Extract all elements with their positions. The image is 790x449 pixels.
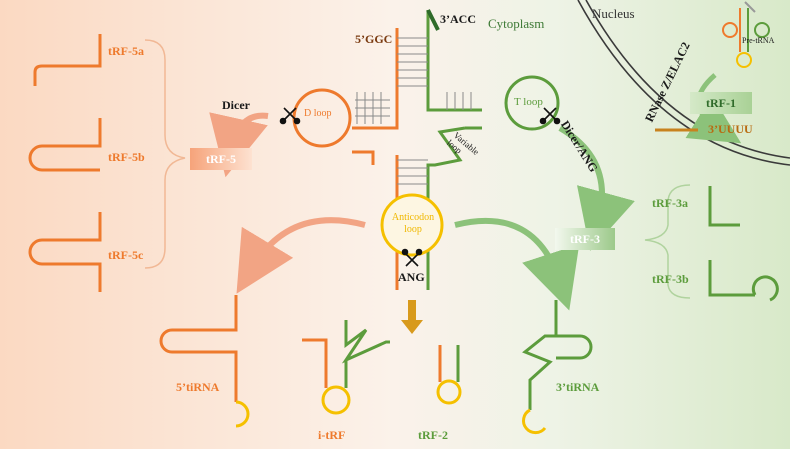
arrow-to-3tirna <box>454 217 580 311</box>
trf1-label-box <box>690 92 752 114</box>
5tirna-fragment <box>159 295 250 428</box>
trf3-bracket <box>644 184 691 299</box>
arrow-to-5tirna <box>236 217 366 294</box>
trf3b-fragment <box>708 260 779 302</box>
5tirna-label: 5’tiRNA <box>176 380 220 394</box>
itrf-fragment <box>302 320 390 415</box>
trf5a-fragment <box>33 34 102 86</box>
central-trna <box>292 9 560 290</box>
trf5-bracket <box>144 39 186 269</box>
nucleus-membrane <box>577 0 790 166</box>
trf1-label: tRF-1 <box>706 95 736 110</box>
d-loop-label: D loop <box>304 108 332 119</box>
t-loop-label: T loop <box>514 96 543 108</box>
three-uuuu-label: 3’UUUU <box>708 122 753 136</box>
trf5a-label: tRF-5a <box>108 44 144 58</box>
five-end-label: 5’GGC <box>355 32 393 46</box>
cytoplasm-label: Cytoplasm <box>488 16 545 31</box>
scissors-icon <box>539 107 561 125</box>
trf5b-fragment <box>28 118 102 172</box>
ang-label: ANG <box>398 270 425 284</box>
3tirna-label: 3’tiRNA <box>556 380 600 394</box>
pre-trna-icon <box>722 1 770 68</box>
trf3b-label: tRF-3b <box>652 272 689 286</box>
scissors-icon <box>279 107 301 125</box>
trf3-label-box <box>555 228 615 250</box>
arrow-down-ang <box>401 300 423 334</box>
dicer-label: Dicer <box>222 98 250 112</box>
trf5-label-box <box>190 148 252 170</box>
arrow-to-trf3 <box>558 125 635 251</box>
trf3a-fragment <box>708 186 740 227</box>
trf5c-label: tRF-5c <box>108 248 144 262</box>
trf2-fragment <box>436 345 462 405</box>
arrow-to-trf5 <box>209 112 269 178</box>
trf5-label: tRF-5 <box>206 151 236 166</box>
nucleus-label: Nucleus <box>592 6 635 21</box>
trf3a-label: tRF-3a <box>652 196 688 210</box>
3tirna-fragment <box>522 300 593 435</box>
itrf-label: i-tRF <box>318 428 346 442</box>
anticodon-loop-label: Anticodon loop <box>391 212 435 235</box>
scissors-icon <box>401 248 423 267</box>
three-end-label: 3’ACC <box>440 12 476 26</box>
trf3-label: tRF-3 <box>570 231 600 246</box>
trf5b-label: tRF-5b <box>108 150 145 164</box>
trf2-label: tRF-2 <box>418 428 448 442</box>
pre-trna-label: Pre-tRNA <box>742 36 775 45</box>
trf5c-fragment <box>28 212 102 292</box>
